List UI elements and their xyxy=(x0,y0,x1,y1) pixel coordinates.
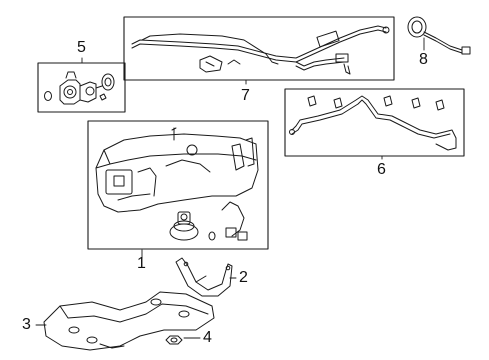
callout-4: 4 xyxy=(203,329,212,346)
flange-nut[interactable] xyxy=(166,336,182,344)
fuel-hose-assembly[interactable] xyxy=(132,26,389,74)
callout-2: 2 xyxy=(239,269,248,286)
part-6-box xyxy=(285,89,464,156)
callout-6: 6 xyxy=(377,161,386,178)
vent-valve[interactable] xyxy=(408,17,470,54)
leader-lines xyxy=(35,37,425,339)
callout-1: 1 xyxy=(137,255,146,272)
tank-strap-bracket[interactable] xyxy=(176,258,232,296)
part-1-box xyxy=(88,121,268,249)
callout-5: 5 xyxy=(77,39,86,56)
skid-plate[interactable] xyxy=(44,292,214,350)
part-7-box xyxy=(124,17,394,80)
fuel-tank[interactable] xyxy=(96,128,258,240)
callout-7: 7 xyxy=(241,87,250,104)
fuel-pump-module[interactable] xyxy=(45,72,115,104)
part-5-box xyxy=(38,63,125,112)
fuel-line-assembly[interactable] xyxy=(290,96,457,150)
callout-8: 8 xyxy=(419,51,428,68)
callout-3: 3 xyxy=(22,316,31,333)
